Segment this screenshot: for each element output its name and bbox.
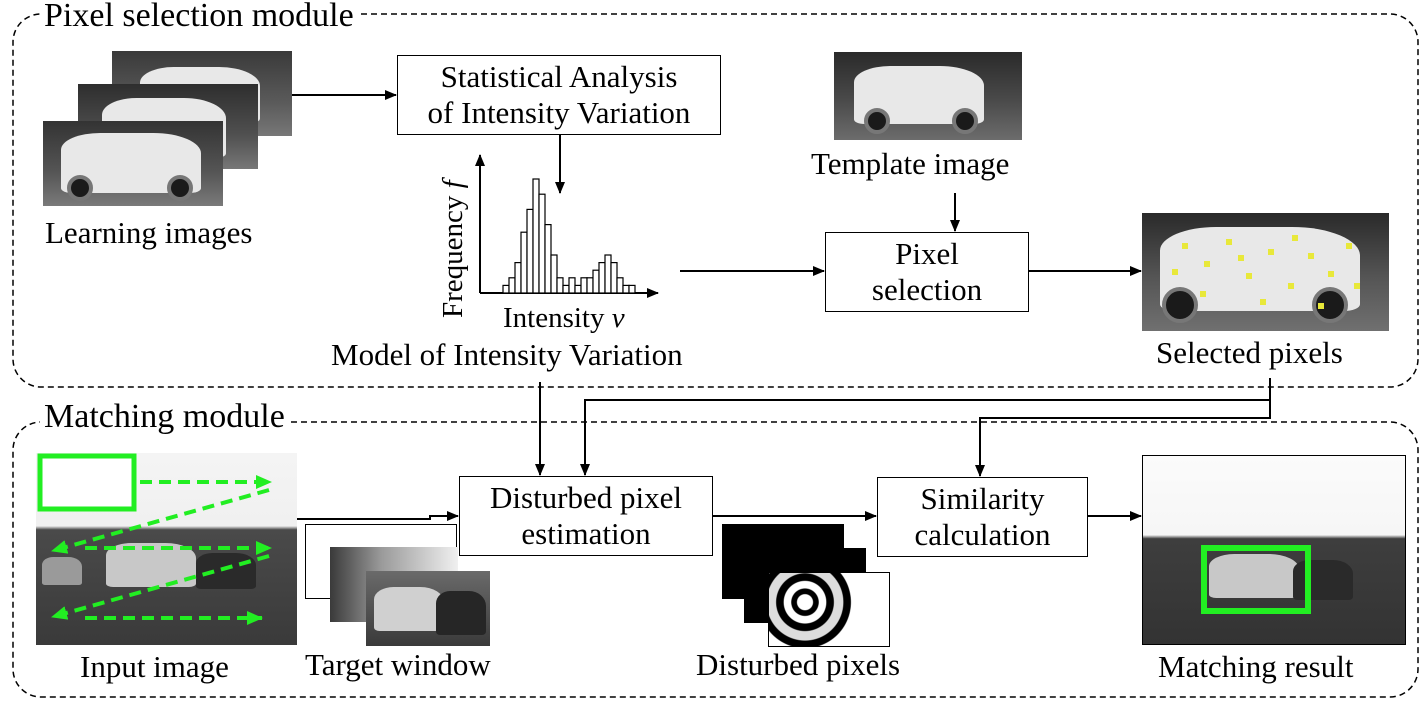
scan-path-return-2 bbox=[51, 554, 270, 620]
statistical-analysis-line-1: Statistical Analysis bbox=[440, 59, 678, 95]
arrow-selected-to-similarity bbox=[975, 400, 1271, 477]
matching-result-label: Matching result bbox=[1158, 649, 1354, 684]
selected-pixels-label: Selected pixels bbox=[1156, 335, 1343, 370]
disturbed-estimation-line-1: Disturbed pixel bbox=[490, 480, 682, 516]
pixel-selection-module-title: Pixel selection module bbox=[40, 0, 358, 35]
model-of-intensity-variation-label: Model of Intensity Variation bbox=[331, 337, 683, 372]
histogram-bar bbox=[628, 284, 636, 294]
histogram-bar bbox=[550, 254, 558, 294]
disturbed-pixels-label: Disturbed pixels bbox=[696, 647, 901, 682]
similarity-line-1: Similarity bbox=[920, 481, 1045, 517]
histogram-x-label: Intensity v bbox=[503, 302, 625, 334]
arrow-input-to-estimation bbox=[297, 511, 459, 521]
learning-image-1 bbox=[43, 121, 223, 206]
selected-pixels-image bbox=[1142, 213, 1389, 331]
matching-module-title: Matching module bbox=[40, 398, 289, 436]
similarity-line-2: calculation bbox=[914, 517, 1051, 552]
template-image-label: Template image bbox=[811, 146, 1010, 181]
template-image bbox=[834, 52, 1022, 140]
intensity-histogram: Frequency f Intensity v bbox=[437, 154, 659, 334]
target-window-3 bbox=[366, 571, 490, 646]
input-image-label: Input image bbox=[80, 649, 229, 684]
histogram-y-label: Frequency f bbox=[437, 176, 469, 318]
pixel-selection-line-2: selection bbox=[871, 272, 983, 307]
scan-window-box bbox=[37, 453, 137, 512]
target-window-label: Target window bbox=[305, 647, 491, 682]
disturbed-estimation-line-2: estimation bbox=[521, 516, 651, 551]
similarity-calculation-box: Similarity calculation bbox=[877, 477, 1088, 557]
learning-images-label: Learning images bbox=[45, 215, 253, 250]
statistical-analysis-line-2: of Intensity Variation bbox=[427, 95, 691, 130]
statistical-analysis-box: Statistical Analysis of Intensity Variat… bbox=[397, 55, 721, 135]
matching-result-image bbox=[1142, 455, 1406, 645]
matching-result-box bbox=[1201, 545, 1311, 614]
pixel-selection-box: Pixel selection bbox=[825, 232, 1029, 312]
pixel-selection-module-frame bbox=[12, 13, 1419, 388]
pixel-selection-line-1: Pixel bbox=[895, 236, 959, 272]
arrow-selected-to-estimation bbox=[580, 378, 1271, 476]
disturbed-pixel-estimation-box: Disturbed pixel estimation bbox=[459, 476, 713, 556]
matching-module-frame bbox=[12, 421, 1419, 698]
disturbed-map-3 bbox=[768, 572, 890, 647]
